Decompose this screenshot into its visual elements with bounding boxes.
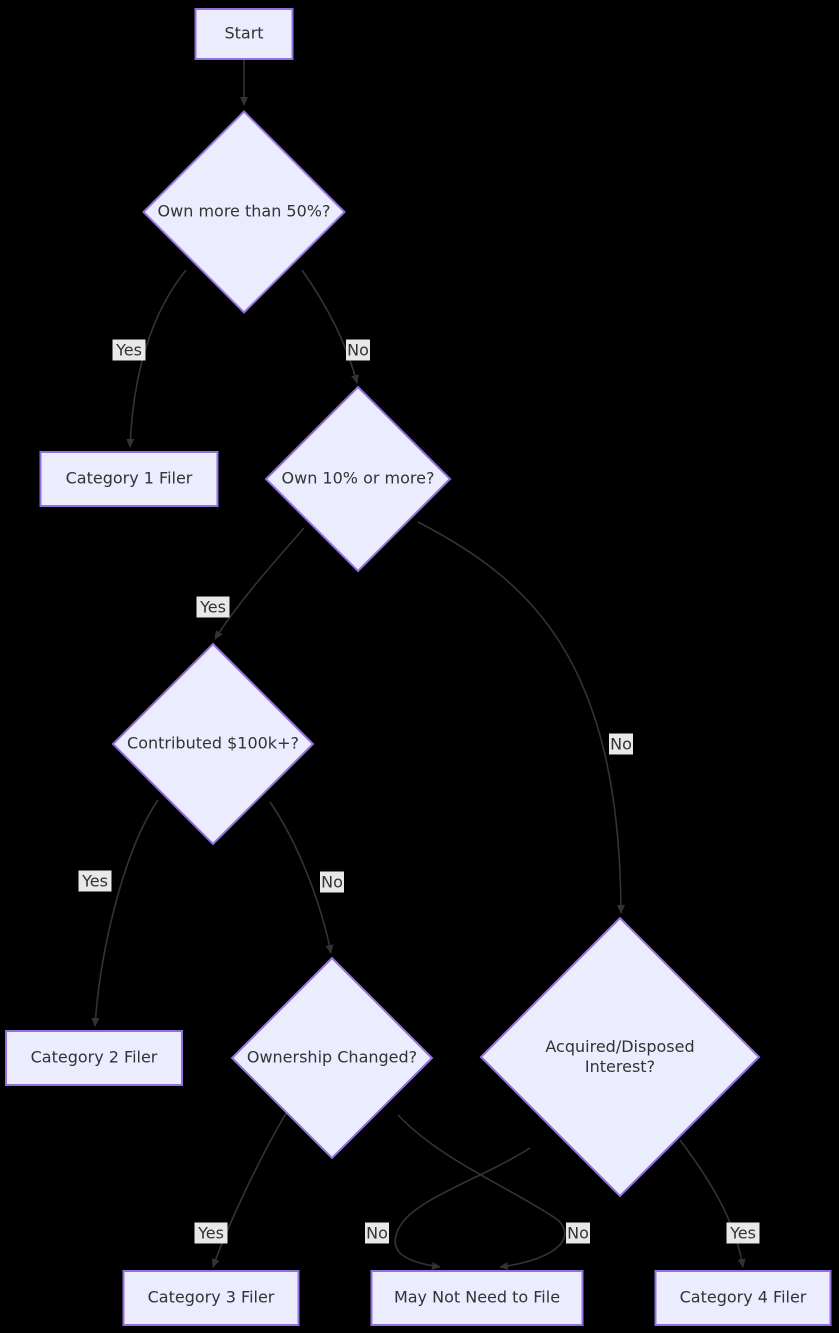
edge-label-ownchg-to-maynot: No: [365, 1222, 389, 1244]
edge-label-background: [365, 1222, 389, 1244]
node-label-cat3: Category 3 Filer: [148, 1288, 275, 1307]
node-label-own50: Own more than 50%?: [158, 202, 331, 221]
edge-label-text: No: [321, 873, 343, 892]
node-shape-diamond: [230, 956, 434, 1160]
edge-contrib-to-ownchg: [269, 801, 334, 954]
node-cat2[interactable]: Category 2 Filer: [5, 1030, 183, 1086]
node-label-ownchg: Ownership Changed?: [247, 1048, 417, 1067]
node-label-cat1: Category 1 Filer: [66, 469, 193, 488]
edge-own50-to-own10: [301, 269, 359, 384]
edge-label-background: [112, 339, 146, 361]
edge-contrib-to-cat2: [91, 799, 159, 1027]
edge-label-background: [726, 1222, 760, 1244]
node-contrib[interactable]: Contributed $100k+?: [111, 642, 315, 846]
edge-own10-to-contrib: [214, 527, 305, 640]
node-shape-rect: [194, 8, 294, 60]
edge-label-own50-to-cat1: Yes: [112, 339, 146, 361]
edge-label-text: No: [567, 1224, 589, 1243]
edge-label-text: Yes: [81, 872, 108, 891]
node-label-start: Start: [224, 24, 263, 43]
edge-label-text: No: [347, 341, 369, 360]
edge-label-text: Yes: [115, 341, 142, 360]
node-ownchg[interactable]: Ownership Changed?: [230, 956, 434, 1160]
node-cat4[interactable]: Category 4 Filer: [654, 1270, 832, 1326]
node-start[interactable]: Start: [194, 8, 294, 60]
node-label-maynot: May Not Need to File: [394, 1288, 560, 1307]
edge-label-ownchg-to-cat3: Yes: [194, 1222, 228, 1244]
node-label-cat4: Category 4 Filer: [680, 1288, 807, 1307]
edge-label-acqdisp-to-cat4: Yes: [726, 1222, 760, 1244]
edge-label-background: [194, 1222, 228, 1244]
edge-label-background: [346, 339, 370, 361]
node-own10[interactable]: Own 10% or more?: [264, 385, 452, 573]
edge-label-text: Yes: [197, 1224, 224, 1243]
edges-layer: [91, 59, 746, 1270]
edge-label-text: No: [610, 735, 632, 754]
edge-label-background: [196, 596, 230, 618]
edge-acqdisp-to-cat4: [679, 1139, 746, 1268]
node-maynot[interactable]: May Not Need to File: [370, 1270, 584, 1326]
edge-label-background: [566, 1222, 590, 1244]
node-shape-rect: [39, 451, 219, 507]
edge-own10-to-acqdisp: [417, 521, 625, 914]
edge-label-contrib-to-ownchg: No: [320, 871, 344, 893]
edge-label-text: No: [366, 1224, 388, 1243]
node-label-cat2: Category 2 Filer: [31, 1048, 158, 1067]
node-shape-rect: [370, 1270, 584, 1326]
node-shape-rect: [654, 1270, 832, 1326]
edge-label-own50-to-own10: No: [346, 339, 370, 361]
edge-label-text: Yes: [729, 1224, 756, 1243]
node-label-own10: Own 10% or more?: [282, 469, 435, 488]
edge-label-acqdisp-to-maynot: No: [566, 1222, 590, 1244]
edge-ownchg-to-cat3: [211, 1109, 289, 1268]
node-label-contrib: Contributed $100k+?: [127, 734, 299, 753]
node-shape-rect: [5, 1030, 183, 1086]
edge-label-own10-to-contrib: Yes: [196, 596, 230, 618]
edge-label-background: [78, 870, 112, 892]
edge-label-text: Yes: [199, 598, 226, 617]
node-cat3[interactable]: Category 3 Filer: [122, 1270, 300, 1326]
node-shape-diamond: [111, 642, 315, 846]
edge-label-background: [320, 871, 344, 893]
node-own50[interactable]: Own more than 50%?: [142, 110, 346, 314]
node-cat1[interactable]: Category 1 Filer: [39, 451, 219, 507]
edge-label-own10-to-acqdisp: No: [609, 733, 633, 755]
edge-acqdisp-to-maynot: [394, 1147, 531, 1270]
edge-own50-to-cat1: [126, 269, 187, 448]
node-shape-rect: [122, 1270, 300, 1326]
edge-label-background: [609, 733, 633, 755]
node-shape-diamond: [142, 110, 346, 314]
edge-label-contrib-to-cat2: Yes: [78, 870, 112, 892]
node-shape-diamond: [264, 385, 452, 573]
edge-ownchg-to-maynot: [397, 1114, 566, 1270]
node-shape-diamond: [479, 916, 761, 1198]
